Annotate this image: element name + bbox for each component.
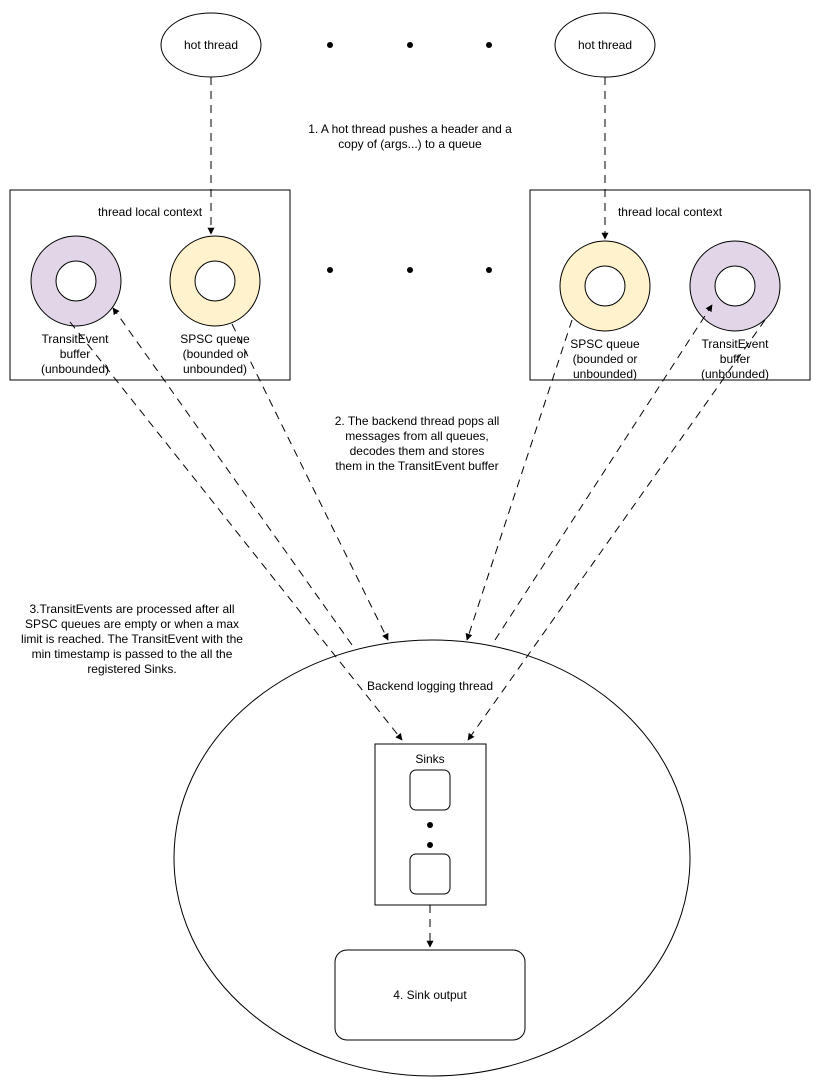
transit-buffer-left	[30, 235, 122, 327]
arrow-right-buffer-to-sinks	[467, 319, 766, 741]
sink-item-2	[409, 853, 451, 895]
step3-annotation-line2: SPSC queues are empty or when a max	[25, 617, 239, 631]
arrow-right-queue-to-backend	[465, 319, 573, 641]
spsc-queue-right-label-2: (bounded or	[573, 352, 638, 366]
transit-buffer-left-label-2: buffer	[60, 347, 90, 361]
connectors	[69, 77, 766, 948]
step2-annotation-line2: messages from all queues,	[345, 429, 488, 443]
arrow-left-queue-to-backend	[231, 323, 389, 641]
spsc-queue-left	[169, 235, 261, 327]
spsc-queue-left-label-2: (bounded or	[183, 347, 248, 361]
step3-annotation-line3: limit is reached. The TransitEvent with …	[21, 632, 243, 646]
transit-buffer-right	[689, 240, 781, 332]
sink-output-label: 4. Sink output	[393, 988, 467, 1002]
step2-annotation-line1: 2. The backend thread pops all	[335, 414, 500, 428]
step3-annotation-line4: min timestamp is passed to the all the	[32, 647, 233, 661]
step1-annotation-line2: copy of (args...) to a queue	[338, 137, 482, 151]
spsc-queue-right-label-1: SPSC queue	[570, 337, 640, 351]
sink-item-1	[409, 769, 451, 811]
spsc-queue-right	[559, 240, 651, 332]
step2-annotation-line4: them in the TransitEvent buffer	[335, 459, 498, 473]
arrow-backend-to-right-buffer	[494, 304, 713, 641]
context-left-title: thread local context	[98, 205, 203, 219]
backend-title: Backend logging thread	[367, 679, 493, 693]
sinks-title: Sinks	[415, 752, 444, 766]
step3-annotation-line5: registered Sinks.	[87, 662, 176, 676]
transit-buffer-left-label-1: TransitEvent	[42, 332, 110, 346]
context-ellipsis	[327, 267, 492, 273]
spsc-queue-left-label-1: SPSC queue	[180, 332, 250, 346]
arrow-left-buffer-to-sinks	[69, 321, 403, 741]
step1-annotation-line1: 1. A hot thread pushes a header and a	[308, 122, 512, 136]
hot-thread-ellipsis	[327, 42, 492, 48]
sinks-ellipsis	[427, 822, 433, 848]
step3-annotation-line1: 3.TransitEvents are processed after all	[30, 602, 235, 616]
step2-annotation-line3: decodes them and stores	[350, 444, 485, 458]
transit-buffer-left-label-3: (unbounded)	[41, 362, 109, 376]
spsc-queue-right-label-3: unbounded)	[573, 367, 637, 381]
context-right-title: thread local context	[618, 205, 723, 219]
transit-buffer-right-label-3: (unbounded)	[701, 367, 769, 381]
spsc-queue-left-label-3: unbounded)	[183, 362, 247, 376]
hot-thread-right-label: hot thread	[578, 38, 632, 52]
transit-buffer-right-label-2: buffer	[720, 352, 750, 366]
sink-output-box	[334, 949, 526, 1041]
transit-buffer-right-label-1: TransitEvent	[702, 337, 770, 351]
hot-thread-left-label: hot thread	[184, 38, 238, 52]
